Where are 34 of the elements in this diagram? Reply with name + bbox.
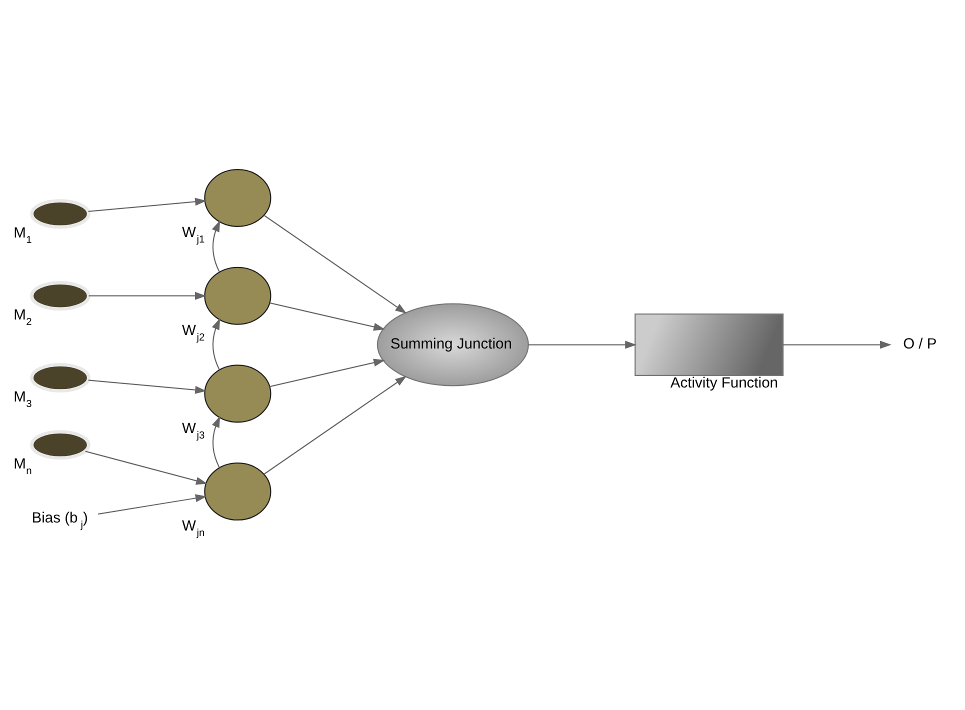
arrow <box>264 214 407 314</box>
arrow <box>88 292 206 300</box>
arrow <box>88 380 206 394</box>
node-box <box>634 313 784 376</box>
arrow <box>270 302 386 331</box>
arrow <box>212 416 220 468</box>
arrow <box>212 318 220 370</box>
node-text: O / P <box>903 336 937 353</box>
node-label: Activity Function <box>670 375 778 392</box>
arrow <box>270 358 386 388</box>
arrow <box>264 376 407 475</box>
arrow <box>88 198 206 212</box>
node-label: M$_{2}$ <box>14 308 32 328</box>
arrow <box>212 220 220 272</box>
node-label: M$_{3}$ <box>14 390 32 410</box>
node-circle <box>204 462 272 521</box>
node-circle <box>204 168 272 227</box>
node-label: W$_{j1}$ <box>182 225 205 246</box>
arrow <box>528 340 637 349</box>
node-label: W$_{jn}$ <box>182 518 205 540</box>
arrow <box>98 494 207 515</box>
node-circle <box>204 364 272 423</box>
node-ellipse <box>30 430 90 460</box>
node-ellipse <box>30 281 90 311</box>
node-label: M$_{n}$ <box>14 456 32 478</box>
node-label: W$_{j3}$ <box>182 420 205 442</box>
node-ellipse <box>30 362 90 393</box>
node-text: Bias (b$_{j}$) <box>32 510 88 532</box>
node-circle <box>204 266 272 325</box>
arrow <box>85 450 208 485</box>
node-label: W$_{j2}$ <box>182 322 205 344</box>
arrow <box>783 340 892 349</box>
node-label: M$_{1}$ <box>14 226 32 246</box>
node-ellipse <box>30 199 90 229</box>
